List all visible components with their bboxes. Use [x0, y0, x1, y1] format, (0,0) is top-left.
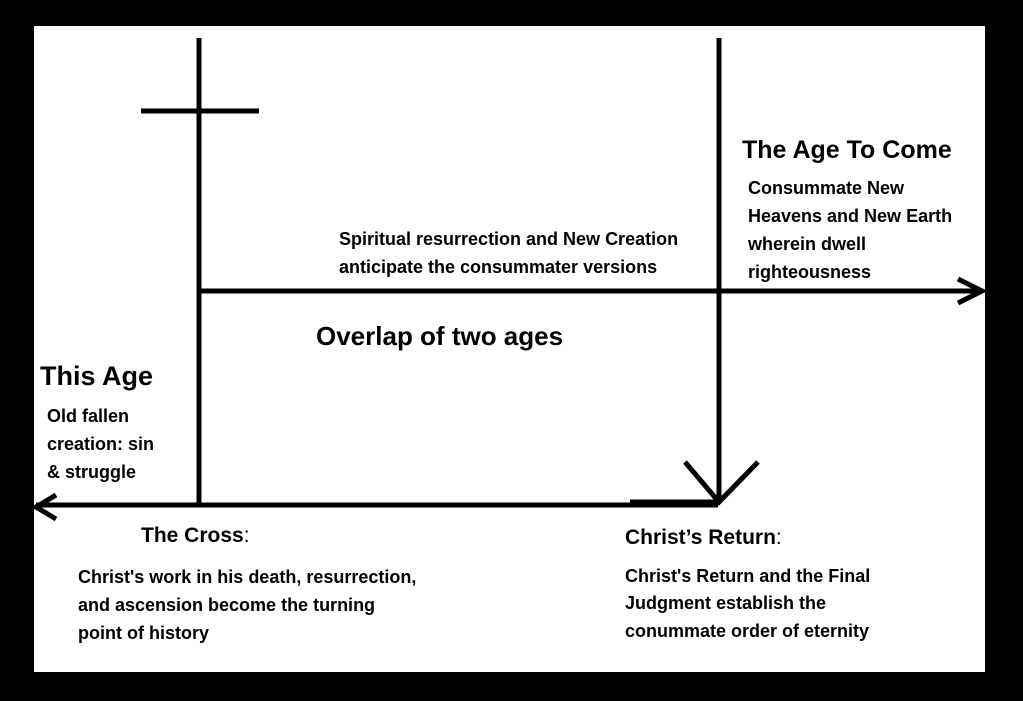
- spiritual-line2: anticipate the consummater versions: [339, 257, 658, 277]
- return-line2: Judgment establish the: [625, 593, 827, 613]
- this-age-line3: & struggle: [47, 462, 137, 482]
- cross-heading: The Cross:: [141, 524, 250, 548]
- cross-label: The Cross: [141, 524, 244, 547]
- this-age-line1: Old fallen: [47, 406, 130, 426]
- age-to-come-line2: Heavens and New Earth: [748, 206, 953, 226]
- this-age-line2: creation: sin: [47, 434, 155, 454]
- return-line1: Christ's Return and the Final: [625, 566, 871, 586]
- cross-line1: Christ's work in his death, resurrection…: [78, 567, 417, 587]
- cross-line3: point of history: [78, 623, 209, 643]
- this-age-title: This Age: [40, 361, 154, 391]
- return-line3: conummate order of eternity: [625, 621, 870, 641]
- cross-line2: and ascension become the turning: [78, 595, 376, 615]
- return-heading: Christ’s Return:: [625, 526, 782, 550]
- age-to-come-title: The Age To Come: [742, 136, 952, 164]
- cross-colon: :: [243, 524, 250, 547]
- this-age-arrowhead: [31, 492, 58, 522]
- return-label: Christ’s Return: [625, 526, 776, 549]
- age-to-come-line1: Consummate New: [748, 178, 905, 198]
- age-to-come-line4: righteousness: [748, 262, 872, 282]
- diagram-panel: [34, 26, 985, 672]
- return-colon: :: [775, 526, 782, 549]
- overlap-label: Overlap of two ages: [316, 321, 564, 351]
- spiritual-line1: Spiritual resurrection and New Creation: [339, 229, 679, 249]
- age-to-come-line3: wherein dwell: [748, 234, 867, 254]
- age-to-come-arrowhead: [956, 276, 988, 306]
